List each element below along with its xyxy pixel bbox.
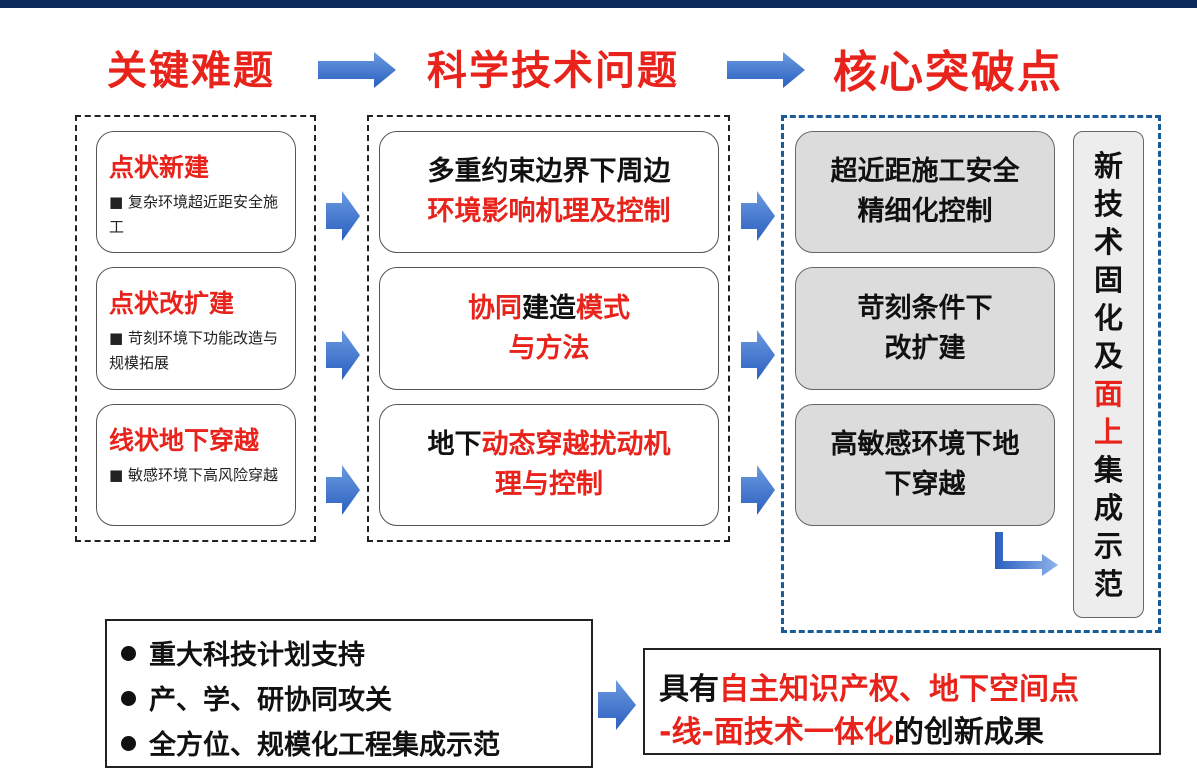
header-arrow-1 xyxy=(318,52,396,88)
key-problem-card-1: 点状新建 ■ 复杂环境超近距安全施工 xyxy=(96,131,296,253)
vertical-char: 固 xyxy=(1093,262,1123,297)
key-problem-title: 点状改扩建 xyxy=(109,289,235,318)
science-problem-line2: 环境影响机理及控制 xyxy=(427,196,671,227)
text-black: 具有 xyxy=(659,672,719,707)
vertical-char: 术 xyxy=(1093,224,1123,259)
bullet-item: 重大科技计划支持 xyxy=(121,633,365,672)
bullet-item: 全方位、规模化工程集成示范 xyxy=(121,723,500,762)
vertical-char: 示 xyxy=(1093,528,1123,563)
top-bar xyxy=(0,0,1197,8)
key-problem-desc: ■ 苛刻环境下功能改造与规模拓展 xyxy=(109,329,278,372)
vertical-char: 新 xyxy=(1093,148,1123,183)
science-problem-line1: 协同建造模式 xyxy=(468,289,630,329)
header-key-problems: 关键难题 xyxy=(107,48,275,94)
science-problem-card-2: 协同建造模式 与方法 xyxy=(379,267,719,390)
vertical-char: 及 xyxy=(1093,338,1123,373)
bullet-item: 产、学、研协同攻关 xyxy=(121,678,392,717)
bullet-text: 重大科技计划支持 xyxy=(149,640,365,671)
vertical-char: 技 xyxy=(1093,186,1123,221)
vertical-char: 成 xyxy=(1093,490,1123,525)
text-red: 动态穿越扰动机 xyxy=(481,429,671,460)
science-problem-line1: 多重约束边界下周边 xyxy=(427,156,671,187)
support-bullets-box: 重大科技计划支持 产、学、研协同攻关 全方位、规模化工程集成示范 xyxy=(105,619,593,768)
text-red: 模式 xyxy=(576,292,630,324)
text-black: 建造 xyxy=(522,292,576,324)
key-problem-title: 点状新建 xyxy=(109,153,210,182)
breakthrough-card-1: 超近距施工安全 精细化控制 xyxy=(795,131,1055,253)
text-black: 地下 xyxy=(427,429,482,460)
key-problem-desc: ■ 敏感环境下高风险穿越 xyxy=(109,466,278,484)
breakthrough-line1: 超近距施工安全 xyxy=(830,156,1020,187)
column1-frame xyxy=(75,115,316,542)
text-red: -线-面技术一体化 xyxy=(659,715,894,750)
column3-frame xyxy=(781,115,1161,633)
science-problem-line1: 地下动态穿越扰动机 xyxy=(428,425,671,465)
vertical-char: 范 xyxy=(1093,566,1123,601)
result-box: 具有自主知识产权、地下空间点 -线-面技术一体化的创新成果 xyxy=(643,648,1161,755)
header-core-breakthrough: 核心突破点 xyxy=(833,47,1063,98)
text-red: 自主知识产权、地下空间点 xyxy=(719,672,1079,707)
header-arrow-2 xyxy=(727,52,805,88)
bullet-dot-icon xyxy=(121,691,136,706)
vertical-char: 集 xyxy=(1093,452,1123,487)
result-line1: 具有自主知识产权、地下空间点 xyxy=(659,664,1079,708)
arrow-right-icon xyxy=(326,191,360,241)
key-problem-card-3: 线状地下穿越 ■ 敏感环境下高风险穿越 xyxy=(96,404,296,526)
bullet-dot-icon xyxy=(121,736,136,751)
science-problem-line2: 与方法 xyxy=(508,332,590,364)
vertical-char-red: 上 xyxy=(1093,414,1123,449)
key-problem-title: 线状地下穿越 xyxy=(109,426,260,455)
text-red: 协同 xyxy=(468,292,522,324)
column2-frame xyxy=(367,115,730,542)
integration-demo-box: 新 技 术 固 化 及 面 上 集 成 示 范 xyxy=(1073,131,1144,618)
breakthrough-line2: 下穿越 xyxy=(884,469,966,500)
text-black: 的创新成果 xyxy=(893,715,1044,750)
bullet-dot-icon xyxy=(121,646,136,661)
arrow-right-icon xyxy=(326,465,360,515)
arrow-right-icon xyxy=(326,330,360,380)
bullet-text: 产、学、研协同攻关 xyxy=(149,685,392,716)
bent-arrow-icon xyxy=(995,532,1058,576)
arrow-right-icon xyxy=(741,191,775,241)
breakthrough-card-2: 苛刻条件下 改扩建 xyxy=(795,267,1055,390)
header-science-problems: 科学技术问题 xyxy=(427,48,679,94)
breakthrough-line1: 苛刻条件下 xyxy=(857,292,993,324)
arrow-right-icon xyxy=(598,680,636,730)
result-line2: -线-面技术一体化的创新成果 xyxy=(659,707,1044,751)
science-problem-card-3: 地下动态穿越扰动机 理与控制 xyxy=(379,404,719,526)
vertical-char-red: 面 xyxy=(1093,376,1123,411)
arrow-right-icon xyxy=(741,330,775,380)
bullet-text: 全方位、规模化工程集成示范 xyxy=(149,730,500,761)
science-problem-card-1: 多重约束边界下周边 环境影响机理及控制 xyxy=(379,131,719,253)
breakthrough-line2: 改扩建 xyxy=(884,332,966,364)
key-problem-card-2: 点状改扩建 ■ 苛刻环境下功能改造与规模拓展 xyxy=(96,267,296,390)
breakthrough-line2: 精细化控制 xyxy=(857,196,993,227)
arrow-right-icon xyxy=(741,465,775,515)
vertical-char: 化 xyxy=(1093,300,1123,335)
breakthrough-card-3: 高敏感环境下地 下穿越 xyxy=(795,404,1055,526)
breakthrough-line1: 高敏感环境下地 xyxy=(830,429,1020,460)
science-problem-line2: 理与控制 xyxy=(495,469,603,500)
key-problem-desc: ■ 复杂环境超近距安全施工 xyxy=(109,193,278,236)
